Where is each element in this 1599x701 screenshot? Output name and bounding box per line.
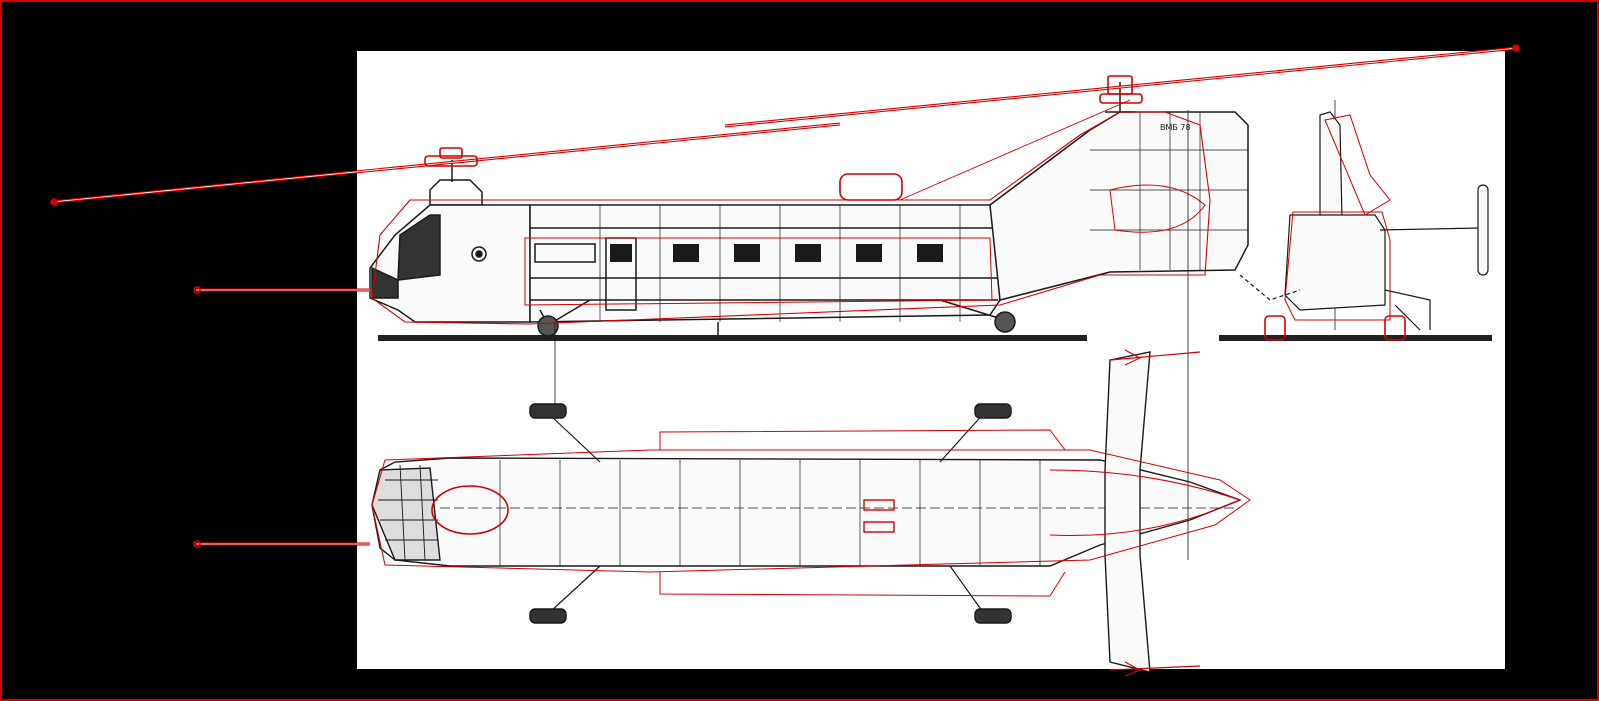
nose-pitot-probe-top [193, 540, 370, 548]
main-wheel [537, 315, 559, 337]
top-view-outrigger-gear [549, 411, 986, 616]
rear-landing-gear [939, 299, 1006, 321]
tail-marking: ВМБ 78 [1160, 123, 1191, 132]
nose-pitot-probe-side [193, 286, 370, 294]
front-view-fuselage [1284, 214, 1386, 311]
cabin-windows [534, 243, 943, 263]
nose-roundel [471, 246, 487, 262]
side-overlay-rear-hub [1109, 184, 1206, 233]
front-rotor-pylon [429, 179, 483, 206]
rear-rotor-head [1099, 75, 1143, 104]
front-rotor-head [424, 147, 478, 167]
top-view-wheels [529, 403, 1012, 624]
cockpit-nose [369, 204, 531, 323]
cockpit-lower-window [371, 266, 399, 299]
front-overlay-outline [1284, 211, 1391, 321]
side-overlay-cabin-bay [524, 237, 993, 306]
top-view [371, 110, 1242, 673]
fuselage-panel-lines [599, 205, 961, 322]
side-view: ВМБ 78 [369, 82, 1249, 341]
red-overlay [50, 44, 1520, 677]
cockpit-windows [397, 214, 441, 281]
top-overlay-front-hub [431, 485, 509, 535]
front-view-pylon [1319, 111, 1343, 226]
side-overlay-engine-nacelle [839, 173, 903, 201]
top-view-fuselage [371, 457, 1242, 567]
top-overlay-outline [371, 449, 1251, 573]
front-view [1219, 100, 1492, 341]
top-overlay-sponson-lower [659, 571, 1066, 597]
top-view-stabilizer [1104, 351, 1151, 673]
top-overlay-tail-cone [1049, 469, 1242, 537]
top-overlay-sponson-upper [659, 429, 1066, 451]
front-view-stabilizer-strut [1379, 227, 1481, 231]
rear-wheel [994, 311, 1016, 333]
side-overlay-outline [371, 111, 1211, 325]
front-view-fin [1477, 184, 1489, 276]
top-view-cockpit-frames [378, 464, 438, 561]
